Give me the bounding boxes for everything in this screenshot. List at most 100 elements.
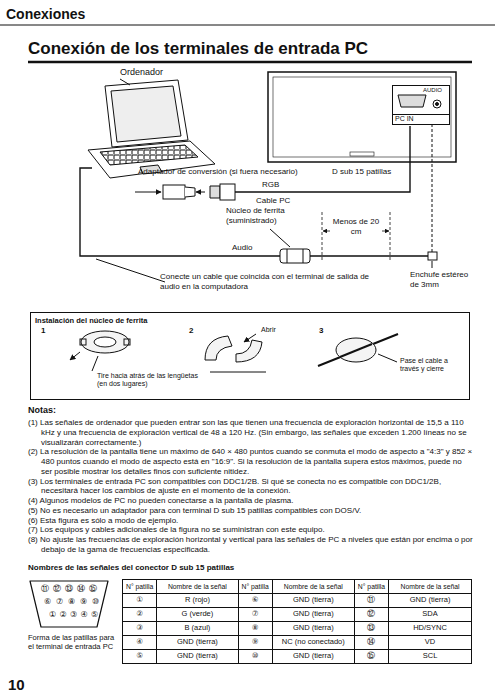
part-label: D sub 15 patillas	[332, 167, 391, 177]
display-rear	[350, 152, 374, 156]
ferrite-steps	[94, 337, 116, 347]
signal-cell: G (verde)	[157, 608, 238, 622]
note-text: (8) No ajuste las frecuencias de explora…	[28, 535, 473, 555]
ferrite-steps	[236, 340, 262, 362]
terminal-panel: AUDIOPC IN	[392, 85, 450, 125]
dimension-marks	[323, 231, 330, 232]
part-label: Núcleo de ferrita (suministrado)	[226, 206, 306, 225]
box-heading: Instalación del núcleo de ferrita	[35, 316, 148, 325]
notes-heading: Notas:	[28, 405, 56, 416]
pin-cell: ⑦	[238, 608, 272, 622]
pin-number: ②	[60, 611, 67, 619]
audio-cable	[287, 249, 288, 263]
display-rear	[273, 77, 451, 157]
note-text: (4) Algunos modelos de PC no pueden cone…	[28, 496, 473, 506]
pin-number: ④	[81, 611, 88, 619]
audio-cable	[96, 259, 165, 282]
column-header: N° patilla	[123, 580, 157, 594]
pin-cell: ①	[123, 594, 157, 608]
signal-cell: GND (tierra)	[272, 594, 354, 608]
pin-cell: ⑫	[354, 608, 388, 622]
ferrite-steps	[70, 352, 80, 360]
signal-cell: VD	[389, 636, 472, 650]
table-row: ⑤GND (tierra)⑩GND (tierra)⑮SCL	[123, 650, 472, 664]
audio-cable	[428, 252, 437, 260]
signal-cell: GND (tierra)	[272, 650, 354, 664]
signal-cell: SCL	[389, 650, 472, 664]
audio-cable	[280, 249, 310, 263]
ferrite-steps	[81, 331, 129, 353]
dimension-marks	[390, 212, 391, 262]
pin-cell: ②	[123, 608, 157, 622]
header-rule	[0, 25, 495, 26]
dimension-marks	[322, 212, 323, 262]
step-text: Tire hacia atrás de las lengüetas (en do…	[97, 372, 209, 389]
pin-cell: ⑩	[238, 650, 272, 664]
step-text: Abrir	[261, 326, 276, 334]
signal-table: N° patillaNombre de la señalN° patillaNo…	[122, 579, 472, 664]
table-row: ④GND (tierra)⑨NC (no conectado)⑭VD	[123, 636, 472, 650]
step-number: 2	[189, 326, 193, 336]
table-row: N° patillaNombre de la señalN° patillaNo…	[123, 580, 472, 594]
rgb-cable	[210, 186, 220, 198]
signal-cell: B (azul)	[157, 622, 238, 636]
laptop-drawing	[105, 80, 188, 147]
ferrite-steps	[244, 334, 256, 342]
note-text: (6) Esta figura es sólo a modo de ejempl…	[28, 516, 473, 526]
dimension-label: Menos de 20 cm	[331, 217, 381, 236]
display-rear	[268, 72, 456, 162]
rgb-cable	[135, 126, 410, 200]
pin-number: ⑨	[80, 598, 87, 606]
step-number: 1	[41, 326, 45, 336]
figure-caption: Forma de las patillas para el terminal d…	[28, 633, 120, 651]
rgb-cable	[135, 192, 161, 193]
audio-cable	[80, 168, 428, 256]
cable-label: Cable PC	[256, 196, 290, 206]
ferrite-steps	[210, 372, 266, 373]
ferrite-steps	[92, 356, 98, 371]
header-rule	[28, 61, 472, 64]
dimension-marks	[322, 212, 390, 262]
pin-cell: ③	[123, 622, 157, 636]
signal-cell: SDA	[389, 608, 472, 622]
signal-cell: GND (tierra)	[272, 622, 354, 636]
pin-number: ⑮	[89, 585, 97, 593]
pin-number: ⑦	[56, 598, 63, 606]
table-row: ③B (azul)⑧GND (tierra)⑬HD/SYNC	[123, 622, 472, 636]
display-rear	[433, 100, 441, 108]
ferrite-steps	[336, 338, 376, 362]
pin-number: ⑥	[44, 598, 51, 606]
rgb-cable	[220, 184, 235, 200]
ferrite-steps	[80, 339, 86, 345]
instruction-box: Instalación del núcleo de ferrita1 2 3Tire…	[30, 312, 470, 400]
pin-cell: ⑭	[354, 636, 388, 650]
page-title: Conexión de los terminales de entrada PC	[28, 39, 368, 59]
ferrite-steps	[70, 331, 398, 372]
signal-cell: GND (tierra)	[389, 594, 472, 608]
pin-cell: ⑬	[354, 622, 388, 636]
step-number: 3	[319, 326, 323, 336]
note-text: (1) Las señales de ordenador que pueden …	[28, 418, 473, 447]
header-rule	[0, 25, 495, 62]
note-text: (7) Los equipos y cables adicionales de …	[28, 525, 473, 535]
section-header: Conexiones	[6, 6, 85, 23]
pin-cell: ④	[123, 636, 157, 650]
ferrite-steps	[318, 334, 398, 366]
column-header: N° patilla	[238, 580, 272, 594]
pin-number: ③	[70, 611, 77, 619]
device-label: Ordenador	[120, 67, 163, 78]
laptop-drawing	[100, 145, 198, 165]
pin-number: ⑪	[41, 585, 49, 593]
column-header: N° patilla	[354, 580, 388, 594]
terminal-label: PC IN	[393, 114, 449, 123]
part-label: Enchufe estéreo de 3mm	[410, 270, 472, 289]
pin-cell: ⑪	[354, 594, 388, 608]
pin-cell: ⑤	[123, 650, 157, 664]
ferrite-steps	[340, 344, 372, 357]
note-text: (2) La resolución de la pantalla tiene u…	[28, 447, 473, 476]
signal-cell: GND (tierra)	[157, 650, 238, 664]
ferrite-steps	[124, 339, 130, 345]
laptop-drawing	[88, 79, 215, 178]
signal-cell: GND (tierra)	[157, 636, 238, 650]
